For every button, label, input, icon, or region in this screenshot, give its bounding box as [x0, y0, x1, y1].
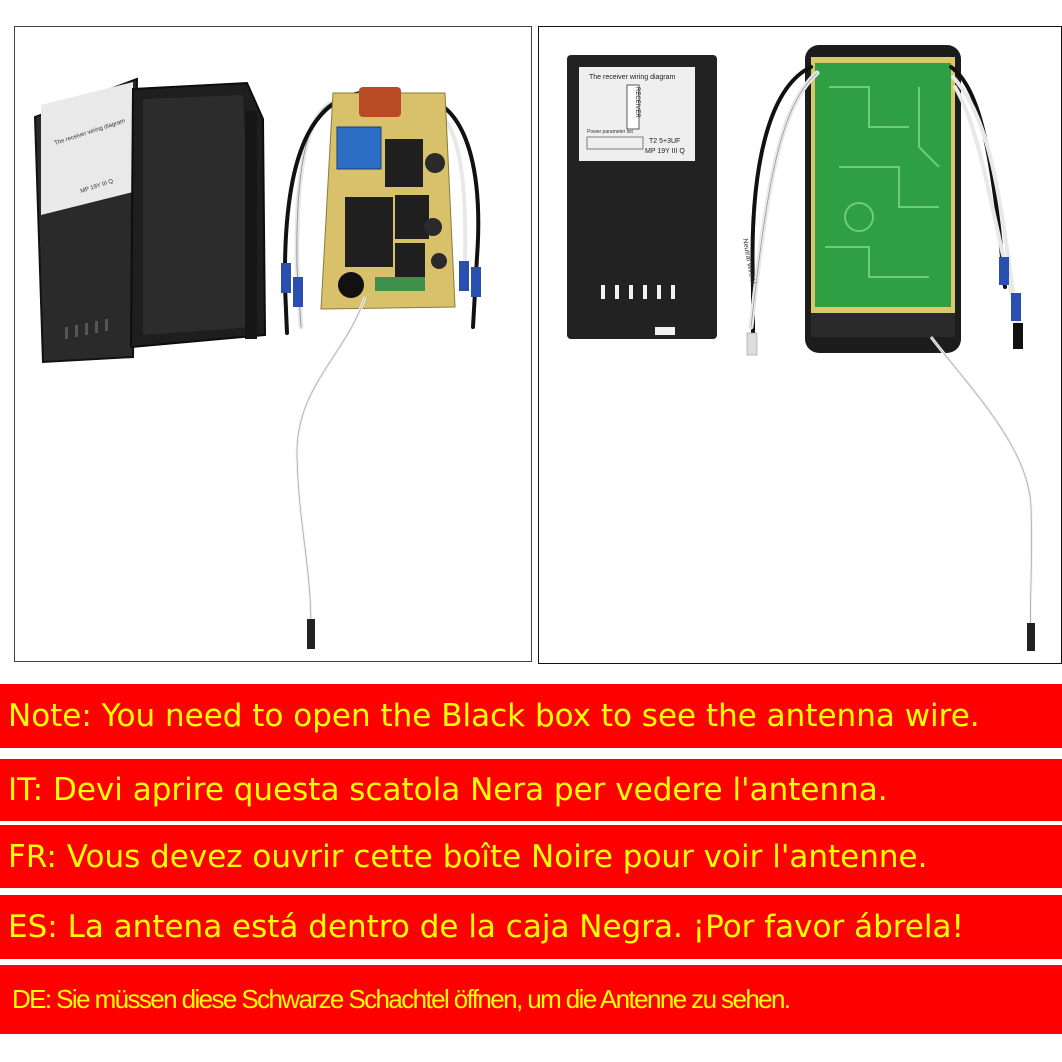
label-title-right: The receiver wiring diagram	[589, 74, 676, 81]
label-cap-right: T2 5+3UF	[649, 138, 680, 145]
receiver-illustration-left: The receiver wiring diagram MP 19Y III Q	[33, 77, 481, 649]
banner-note: Note: You need to open the Black box to …	[0, 684, 1062, 748]
vent-slots	[601, 285, 675, 299]
receiver-case-open	[129, 81, 267, 349]
label-model-right: MP 19Y III Q	[645, 148, 685, 155]
capacitor-small	[425, 153, 445, 173]
relay-4	[395, 243, 425, 277]
buzzer	[338, 272, 364, 298]
antenna-wire-left	[295, 296, 367, 628]
label-vertical-right: RECEIVER	[634, 87, 640, 118]
pcb-board-right	[815, 63, 951, 307]
banner-german: DE: Sie müssen diese Schwarze Schachtel …	[0, 965, 1062, 1034]
banner-spanish-text: ES: La antena está dentro de la caja Neg…	[8, 909, 964, 945]
relay-1	[385, 139, 423, 187]
banner-german-text: DE: Sie müssen diese Schwarze Schachtel …	[12, 984, 791, 1014]
banner-italian: IT: Devi aprire questa scatola Nera per …	[0, 759, 1062, 821]
banner-spanish: ES: La antena está dentro de la caja Neg…	[0, 895, 1062, 959]
receiver-illustration-right: The receiver wiring diagram RECEIVER Pow…	[567, 45, 1035, 651]
pcb-board-left	[320, 87, 456, 310]
photo-left-receiver-open: The receiver wiring diagram MP 19Y III Q	[14, 26, 532, 662]
label-param-right: Power parameter list	[587, 129, 633, 135]
banner-french: FR: Vous devez ouvrir cette boîte Noire …	[0, 825, 1062, 888]
antenna-wire-right	[929, 336, 1034, 634]
wires-right	[746, 65, 1023, 356]
receiver-cover-back: The receiver wiring diagram MP 19Y III Q	[33, 77, 139, 364]
receiver-case-right	[805, 45, 961, 353]
relay-3	[395, 195, 429, 239]
banner-italian-text: IT: Devi aprire questa scatola Nera per …	[8, 772, 888, 808]
wiring-label	[41, 82, 133, 215]
antenna-tip-right	[1027, 623, 1035, 651]
capacitor	[359, 87, 401, 117]
relay-2	[345, 197, 393, 267]
photo-right-receiver-open: The receiver wiring diagram RECEIVER Pow…	[538, 26, 1062, 664]
antenna-tip-left	[307, 619, 315, 649]
receiver-cover-right: The receiver wiring diagram RECEIVER Pow…	[567, 55, 717, 339]
banner-french-text: FR: Vous devez ouvrir cette boîte Noire …	[8, 838, 928, 875]
relay-blue	[336, 126, 382, 170]
banner-note-text: Note: You need to open the Black box to …	[8, 698, 980, 734]
